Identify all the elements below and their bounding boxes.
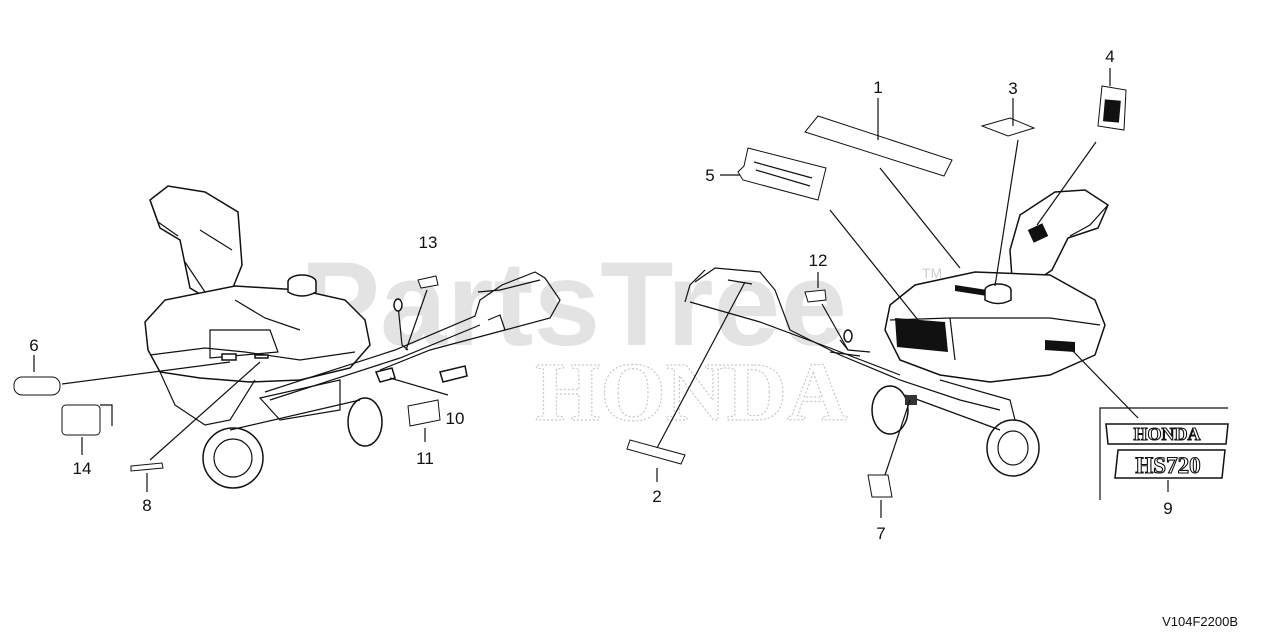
callout-1: 1	[873, 78, 882, 97]
decal-5	[737, 147, 827, 201]
callout-14: 14	[73, 459, 92, 478]
right-decal-parts	[626, 85, 1127, 498]
decal-11	[407, 399, 441, 427]
decal-14	[61, 404, 101, 436]
watermark-maker: HONDA	[535, 346, 848, 439]
badge-honda-plate	[1105, 423, 1229, 445]
honda-hs720-badge: HONDA HS720	[1099, 407, 1229, 500]
callout-12: 12	[809, 251, 828, 270]
decal-7	[867, 474, 893, 498]
decal-13	[417, 275, 439, 289]
snowblower-right-illustration	[684, 189, 1109, 477]
watermark-brand: PartsTree	[300, 237, 847, 371]
badge-brand-text: HONDA	[1134, 424, 1201, 444]
decal-12	[804, 289, 827, 303]
callout-6: 6	[29, 336, 38, 355]
callout-7: 7	[876, 524, 885, 543]
watermark-trademark: TM	[922, 265, 942, 281]
decal-8	[130, 462, 164, 472]
callout-10: 10	[446, 409, 465, 428]
left-leader-lines	[33, 289, 449, 492]
right-leader-lines	[656, 68, 1169, 518]
callout-13: 13	[419, 233, 438, 252]
callout-9: 9	[1163, 499, 1172, 518]
callout-4: 4	[1105, 47, 1114, 66]
callout-5: 5	[705, 166, 714, 185]
decal-1	[804, 115, 953, 177]
decal-6	[13, 376, 61, 396]
badge-model-plate	[1114, 449, 1226, 479]
snowblower-left-illustration	[144, 185, 561, 489]
callout-11: 11	[416, 449, 434, 468]
badge-model-text: HS720	[1135, 453, 1200, 478]
callout-3: 3	[1008, 79, 1017, 98]
watermark: PartsTree TM HONDA	[300, 237, 942, 440]
callout-8: 8	[142, 496, 151, 515]
left-decal-parts	[13, 275, 441, 472]
callout-labels: 1 2 3 4 5 6 7 8 9 10 11 12 13 14	[29, 47, 1172, 543]
decal-2	[626, 439, 686, 465]
decal-3	[980, 117, 1036, 137]
figure-code: V104F2200B	[1162, 614, 1238, 629]
callout-2: 2	[652, 487, 661, 506]
